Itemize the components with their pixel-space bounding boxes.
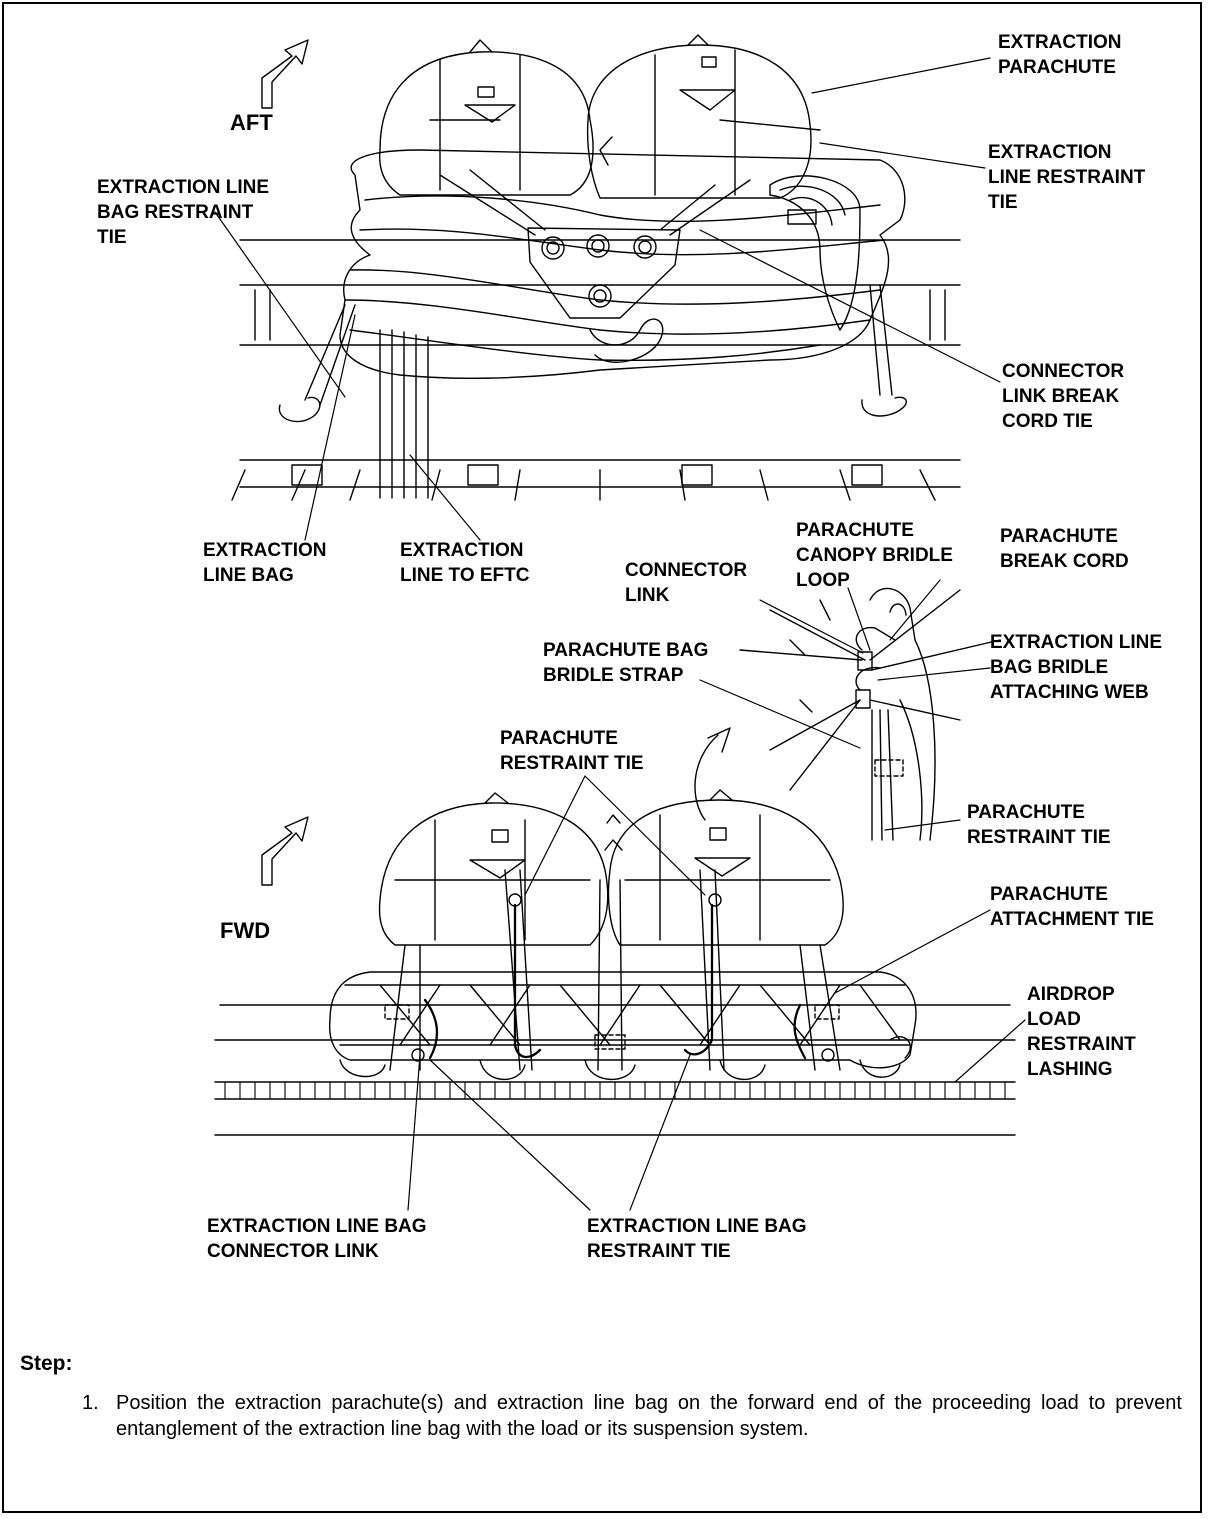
extraction-line-bag-restraint-tie-bottom-label: EXTRACTION LINE BAG RESTRAINT TIE: [587, 1214, 807, 1264]
parachute-restraint-tie-right-label: PARACHUTE RESTRAINT TIE: [967, 800, 1111, 850]
parachute-bag-bridle-strap-label: PARACHUTE BAG BRIDLE STRAP: [543, 638, 708, 688]
extraction-line-bag-restraint-tie-top-label: EXTRACTION LINE BAG RESTRAINT TIE: [97, 175, 269, 250]
parachute-attachment-tie-label: PARACHUTE ATTACHMENT TIE: [990, 882, 1154, 932]
detail-callout-arrow: [695, 735, 718, 820]
extraction-line-bag-bridle-attaching-web-label: EXTRACTION LINE BAG BRIDLE ATTACHING WEB: [990, 630, 1162, 705]
connector-link-label: CONNECTOR LINK: [625, 558, 747, 608]
parachute-restraint-tie-top-label: PARACHUTE RESTRAINT TIE: [500, 726, 644, 776]
extraction-line-to-eftc-label: EXTRACTION LINE TO EFTC: [400, 538, 529, 588]
extraction-line-restraint-tie-label: EXTRACTION LINE RESTRAINT TIE: [988, 140, 1145, 215]
parachute-break-cord-label: PARACHUTE BREAK CORD: [1000, 524, 1129, 574]
step-list: 1. Position the extraction parachute(s) …: [82, 1390, 1182, 1442]
airdrop-load-restraint-lashing-label: AIRDROP LOAD RESTRAINT LASHING: [1027, 982, 1136, 1082]
extraction-line-bag-label: EXTRACTION LINE BAG: [203, 538, 327, 588]
fwd-view-drawing: [215, 790, 1015, 1135]
extraction-line-bag-connector-link-label: EXTRACTION LINE BAG CONNECTOR LINK: [207, 1214, 427, 1264]
step-number: 1.: [82, 1390, 99, 1416]
aft-view-drawing: [232, 35, 960, 500]
step-heading: Step:: [20, 1352, 73, 1376]
parachute-canopy-bridle-loop-label: PARACHUTE CANOPY BRIDLE LOOP: [796, 518, 953, 593]
step-item: 1. Position the extraction parachute(s) …: [82, 1390, 1182, 1442]
aft-label: AFT: [230, 110, 273, 136]
fwd-direction-arrow: [262, 817, 308, 885]
step-text: Position the extraction parachute(s) and…: [116, 1392, 1182, 1440]
extraction-parachute-label: EXTRACTION PARACHUTE: [998, 30, 1122, 80]
fwd-label: FWD: [220, 918, 270, 944]
connector-link-break-cord-tie-label: CONNECTOR LINK BREAK CORD TIE: [1002, 359, 1124, 434]
aft-direction-arrow: [262, 40, 308, 108]
